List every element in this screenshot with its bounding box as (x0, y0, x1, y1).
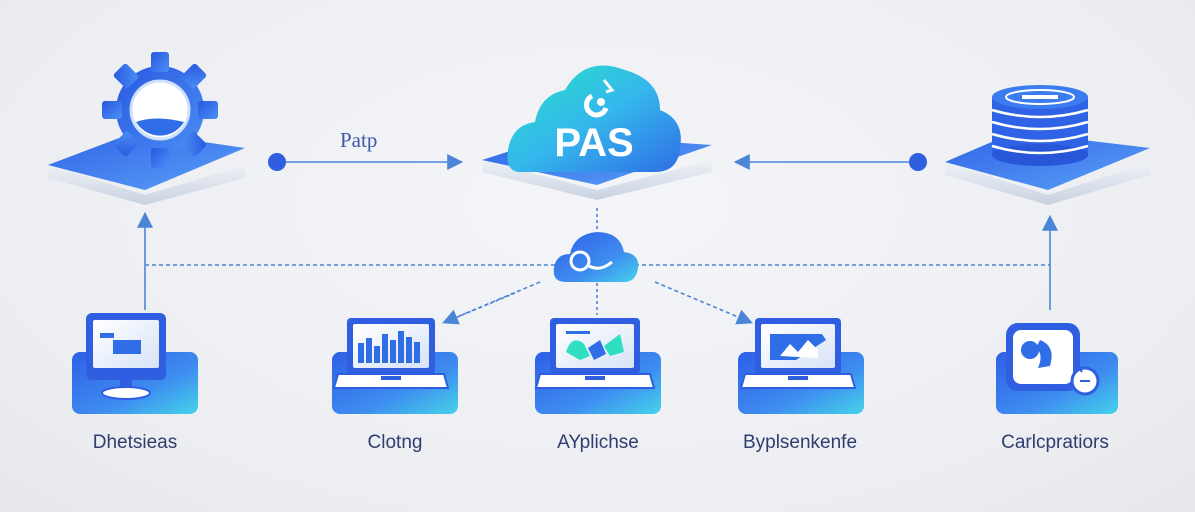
right-arrow-dot (909, 153, 927, 171)
pas-platform-side (482, 160, 712, 200)
bottom-node-4[interactable] (738, 318, 864, 414)
hub-cloud-icon[interactable] (553, 232, 639, 282)
diag-line-3 (654, 281, 753, 325)
pas-node[interactable]: PAS (482, 65, 712, 201)
bottom-node-1[interactable] (72, 313, 198, 414)
bottom-node-5[interactable] (996, 323, 1118, 414)
bar-chart-laptop-icon (332, 318, 450, 389)
monitor-icon (86, 313, 166, 400)
diag-line-2 (454, 292, 516, 319)
gear-node[interactable] (48, 52, 245, 205)
gear-icon (102, 52, 218, 168)
image-laptop-icon (739, 318, 857, 389)
database-platform-side (945, 162, 1150, 205)
database-icon (991, 85, 1089, 166)
cloud-icon (507, 65, 681, 172)
analytics-laptop-icon (534, 318, 656, 389)
pas-logo-icon (584, 79, 615, 118)
bottom-node-3[interactable] (534, 318, 661, 414)
node-label-4: Byplsenkenfe (742, 432, 858, 453)
bottom-node-2[interactable] (332, 318, 458, 414)
database-node[interactable] (945, 85, 1150, 205)
left-arrow-dot (268, 153, 286, 171)
node-label-2: Clotng (367, 432, 423, 453)
arrow-label: Patp (340, 128, 377, 152)
connector-lines (137, 154, 1058, 325)
device-icon (1006, 323, 1100, 396)
node-label-5: Carlcpratiors (1001, 432, 1109, 453)
pas-title: PAS (554, 121, 633, 165)
node-label-1: Dhetsieas (92, 432, 178, 453)
node-label-3: AYplichse (557, 432, 639, 453)
gear-platform-side (48, 165, 245, 205)
